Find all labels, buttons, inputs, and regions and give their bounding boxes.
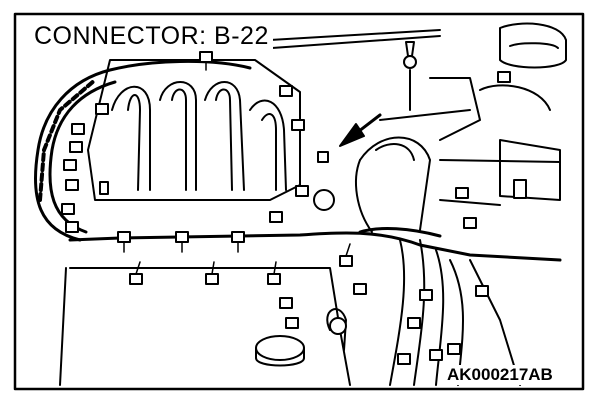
right-components bbox=[379, 22, 567, 386]
caption-underline bbox=[269, 29, 441, 49]
figure-code: AK000217AB bbox=[444, 365, 556, 385]
pointer-arrow bbox=[339, 113, 382, 147]
leader-lines bbox=[123, 61, 351, 275]
connector-caption: CONNECTOR: B-22 bbox=[30, 21, 273, 51]
connectors bbox=[61, 51, 527, 365]
harness-tape bbox=[38, 78, 97, 202]
wiring-harness bbox=[34, 59, 562, 262]
diagram-border bbox=[13, 12, 585, 391]
intake-manifold bbox=[87, 59, 301, 201]
cylinder-head bbox=[59, 267, 351, 386]
air-intake-hose bbox=[355, 136, 431, 233]
